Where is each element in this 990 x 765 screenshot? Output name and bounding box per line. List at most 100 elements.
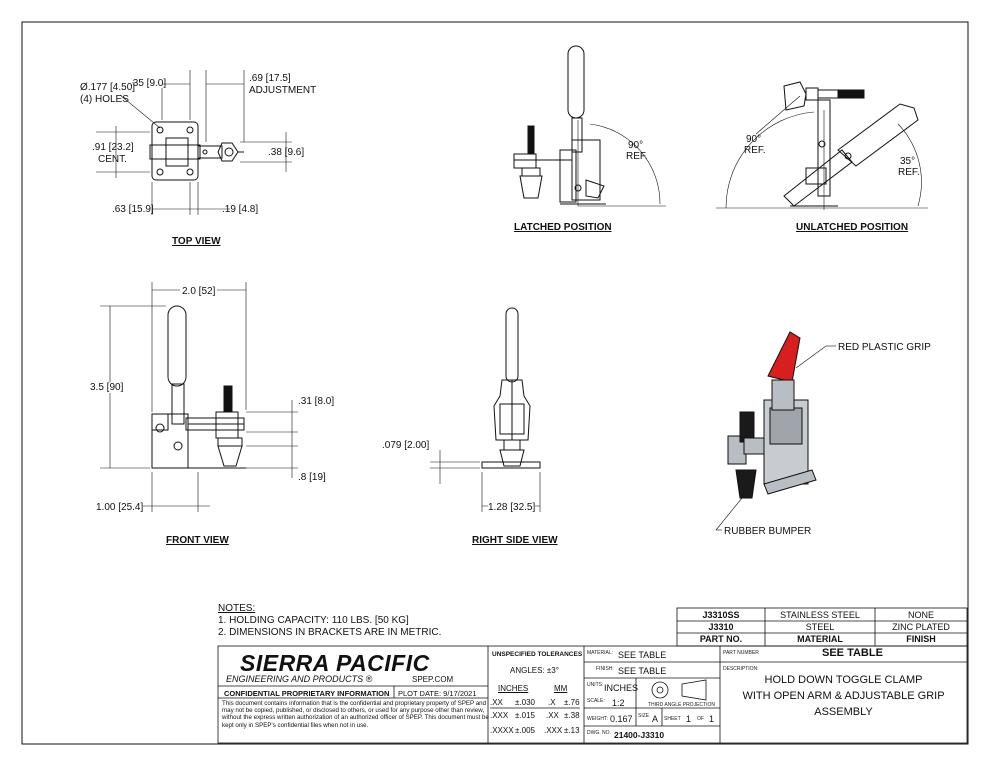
note-2: 2. DIMENSIONS IN BRACKETS ARE IN METRIC.	[218, 627, 442, 638]
parts-table-grid	[676, 607, 968, 647]
dim-69: .69 [17.5]	[249, 73, 291, 84]
tol-r1-c4: ±.76	[564, 698, 580, 707]
dim-90-latched: 90°	[628, 140, 644, 151]
dwg-number: 21400-J3310	[614, 730, 665, 740]
note-1: 1. HOLDING CAPACITY: 110 LBS. [50 KG]	[218, 615, 409, 626]
size-label: SIZE	[638, 713, 650, 719]
tol-r1-c1: .XX	[490, 698, 503, 707]
material-value: SEE TABLE	[618, 650, 667, 660]
part-number-value: SEE TABLE	[822, 647, 883, 659]
description-line-1: HOLD DOWN TOGGLE CLAMP	[764, 674, 923, 686]
dim-adjustment: ADJUSTMENT	[249, 85, 317, 96]
ref-unlatched: REF.	[744, 145, 766, 156]
sheet-border	[21, 21, 969, 745]
of-label: OF	[697, 716, 704, 722]
scale-value: 1:2	[612, 698, 625, 708]
isometric-clamp-render	[727, 331, 817, 499]
dim-079: .079 [2.00]	[382, 440, 430, 451]
front-view-title: FRONT VIEW	[166, 535, 229, 546]
dim-19: .19 [4.8]	[222, 204, 259, 215]
units-value: INCHES	[604, 683, 639, 693]
callout-leaders	[715, 345, 836, 531]
scale-label: SCALE:	[587, 698, 605, 704]
dim-35-height: 3.5 [90]	[90, 382, 124, 393]
website: SPEP.COM	[412, 675, 454, 684]
dim-31: .31 [8.0]	[298, 396, 335, 407]
finish-none: NONE	[907, 610, 934, 620]
top-view-drawing	[149, 121, 244, 181]
tol-r3-c1: .XXXX	[490, 726, 514, 735]
unlatched-drawing	[783, 81, 919, 207]
weight-value: 0.167	[610, 714, 633, 724]
of-value: 1	[709, 714, 715, 724]
latched-title: LATCHED POSITION	[514, 222, 612, 233]
ref-35: REF.	[898, 167, 920, 178]
dim-128: 1.28 [32.5]	[488, 502, 536, 513]
material-steel: STEEL	[805, 622, 835, 632]
latched-dimensions	[577, 120, 666, 207]
notes-heading: NOTES:	[218, 603, 256, 614]
unlatched-title: UNLATCHED POSITION	[796, 222, 909, 233]
finish-value: SEE TABLE	[618, 666, 667, 676]
unlatched-dimensions	[716, 95, 928, 210]
projection-symbol	[651, 679, 707, 701]
dim-90-unlatched: 90°	[746, 134, 762, 145]
ref-latched: REF.	[626, 151, 648, 162]
tol-r2-c2: ±.015	[515, 711, 535, 720]
material-label: MATERIAL:	[587, 650, 614, 656]
dim-91: .91 [23.2]	[92, 142, 134, 153]
right-side-title: RIGHT SIDE VIEW	[472, 535, 558, 546]
tol-r2-c1: .XXX	[490, 711, 509, 720]
plot-date: PLOT DATE: 9/17/2021	[398, 689, 477, 698]
dwg-label: DWG. NO.	[587, 730, 611, 736]
front-view-dimensions	[100, 282, 298, 512]
dim-8: .8 [19]	[298, 472, 326, 483]
part-number-label: PART NUMBER	[723, 650, 759, 656]
dim-38: .38 [9.6]	[268, 147, 305, 158]
dim-20: 2.0 [52]	[180, 286, 218, 297]
sheet-label: SHEET	[664, 716, 681, 722]
description-label: DESCRIPTION:	[723, 666, 759, 672]
description-line-2: WITH OPEN ARM & ADJUSTABLE GRIP	[742, 690, 945, 702]
tol-mm-head: MM	[554, 684, 568, 693]
company-sub-text: ENGINEERING AND PRODUCTS	[226, 674, 364, 684]
finish-label: FINISH:	[596, 666, 614, 672]
tol-r3-c3: .XXX	[544, 726, 563, 735]
projection-label: THIRD ANGLE PROJECTION	[648, 702, 715, 708]
top-view-dimensions	[96, 70, 292, 215]
latched-drawing	[513, 45, 606, 205]
dim-35-deg: 35°	[900, 156, 916, 167]
dim-holes: (4) HOLES	[80, 94, 129, 105]
tol-inches-head: INCHES	[498, 684, 529, 693]
tol-r2-c4: ±.38	[564, 711, 580, 720]
company-logo: SIERRA PACIFIC	[240, 650, 430, 676]
dim-hole-dia: Ø.177 [4.50]	[80, 82, 136, 93]
material-stainless: STAINLESS STEEL	[780, 610, 860, 620]
company-subtitle: ENGINEERING AND PRODUCTS ®	[226, 674, 372, 684]
tol-r1-c2: ±.030	[515, 698, 535, 707]
part-j3310ss: J3310SS	[702, 610, 740, 620]
sheet-value: 1	[686, 714, 692, 724]
weight-label: WEIGHT:	[587, 716, 608, 722]
dim-35: .35 [9.0]	[130, 78, 167, 89]
notes-block: NOTES: 1. HOLDING CAPACITY: 110 LBS. [50…	[218, 603, 441, 639]
tolerance-heading: UNSPECIFIED TOLERANCES	[492, 651, 583, 658]
header-part-no: PART NO.	[699, 634, 743, 644]
tol-r3-c4: ±.13	[564, 726, 580, 735]
registered-mark: ®	[365, 674, 373, 684]
size-value: A	[652, 714, 659, 724]
confidential-label: CONFIDENTIAL PROPRIETARY INFORMATION	[224, 689, 390, 698]
top-view-title: TOP VIEW	[172, 236, 221, 247]
units-label: UNITS:	[587, 682, 604, 688]
callout-rubber-bumper: RUBBER BUMPER	[724, 526, 812, 537]
callout-red-grip: RED PLASTIC GRIP	[838, 342, 931, 353]
confidential-text: This document contains information that …	[222, 700, 489, 729]
header-finish: FINISH	[906, 634, 936, 644]
tol-r2-c3: .XX	[546, 711, 559, 720]
right-side-drawing	[481, 307, 541, 469]
description-line-3: ASSEMBLY	[814, 706, 873, 718]
part-j3310: J3310	[708, 622, 734, 632]
title-block-grid	[217, 645, 968, 744]
header-material: MATERIAL	[797, 634, 843, 644]
